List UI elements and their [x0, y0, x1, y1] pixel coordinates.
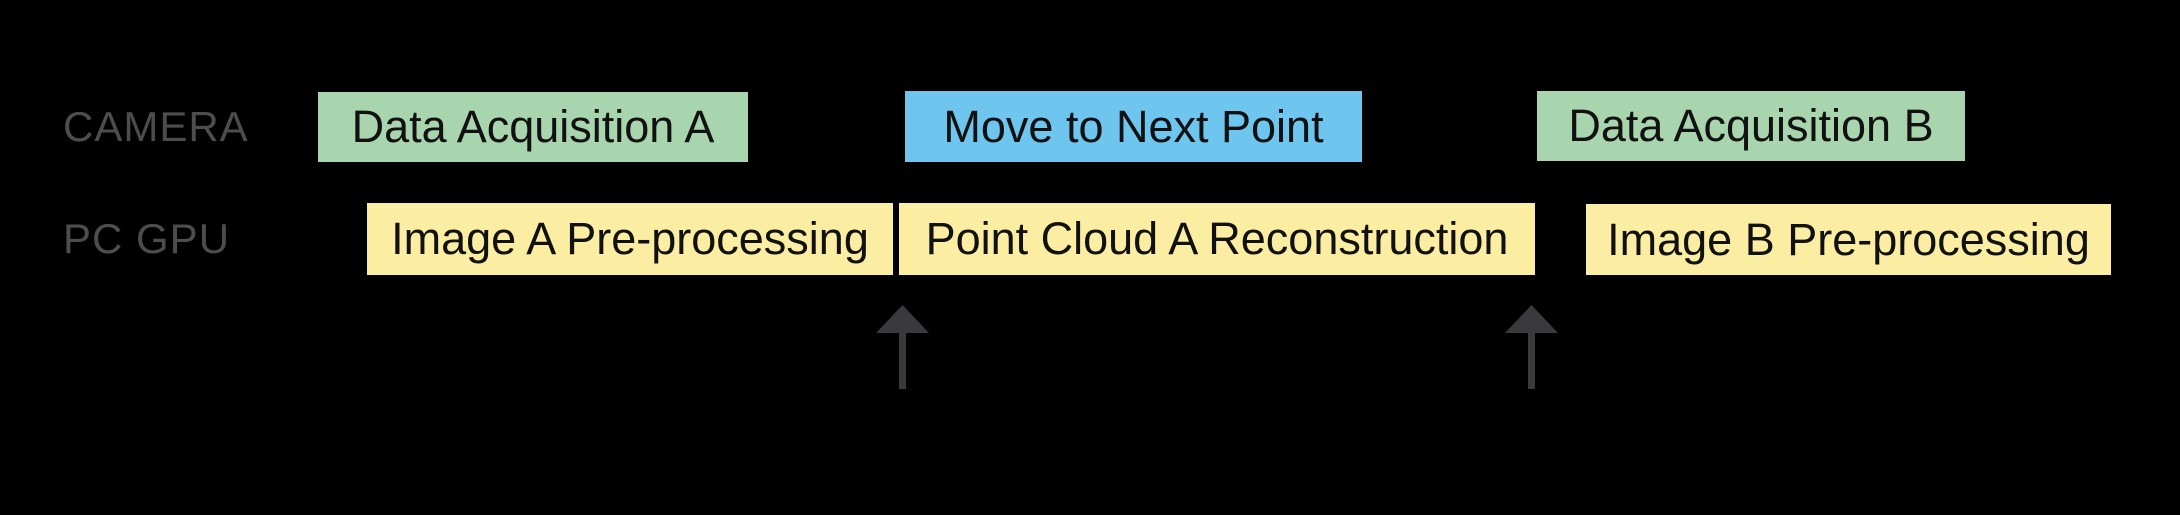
block-data-acquisition-a: Data Acquisition A — [318, 92, 748, 162]
up-arrow-icon — [1505, 305, 1558, 389]
block-move-to-next-point: Move to Next Point — [905, 91, 1362, 162]
block-point-cloud-a-reconstruction: Point Cloud A Reconstruction — [899, 203, 1535, 275]
row-label-pc-gpu: PC GPU — [63, 215, 231, 262]
block-image-a-pre-processing: Image A Pre-processing — [367, 203, 893, 275]
up-arrow-icon — [876, 305, 929, 389]
row-label-camera: CAMERA — [63, 102, 249, 150]
block-data-acquisition-b: Data Acquisition B — [1537, 91, 1965, 161]
block-image-b-pre-processing: Image B Pre-processing — [1586, 204, 2111, 275]
